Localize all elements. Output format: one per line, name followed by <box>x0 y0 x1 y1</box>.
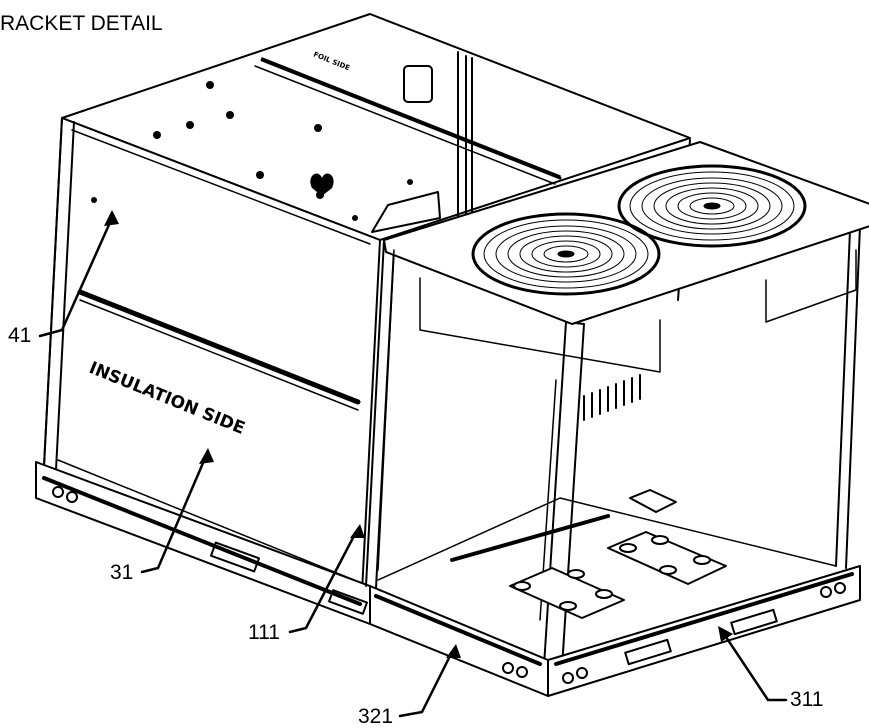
base-hole <box>820 586 832 598</box>
callout-arrowheads <box>104 210 733 658</box>
right-base-side <box>547 565 861 697</box>
base-hole <box>502 662 514 674</box>
callout-31: 31 <box>110 561 134 584</box>
condenser-lid-edge <box>385 225 869 325</box>
callout-leaders <box>38 216 788 718</box>
bracket <box>371 191 441 233</box>
base-hole <box>516 666 528 678</box>
divider-rail-edge <box>79 299 359 411</box>
lift-slot <box>624 638 672 666</box>
floor-rail <box>450 514 610 562</box>
condenser-floor <box>377 497 837 581</box>
lift-slot <box>730 608 778 636</box>
callout-311: 311 <box>790 688 824 711</box>
front-panel-inner <box>57 129 371 581</box>
left-cabinet: FOIL SIDE INSULATION SIDE <box>35 13 691 625</box>
divider-rail <box>77 289 361 405</box>
diagram-title: RACKET DETAIL <box>0 12 163 35</box>
louver-vents <box>583 374 641 421</box>
access-hatch <box>403 65 433 103</box>
compressor-mount-pads <box>509 489 727 619</box>
callout-111: 111 <box>248 621 280 644</box>
base-hole <box>834 582 846 594</box>
base-hole <box>66 491 78 503</box>
fan-shroud-right <box>765 249 857 323</box>
leader-111 <box>288 530 358 634</box>
right-corner-post <box>835 225 861 569</box>
base-hole <box>52 486 64 498</box>
base-hole <box>562 672 574 684</box>
lift-slot <box>328 589 368 615</box>
fan-shroud <box>419 277 661 373</box>
top-rail <box>260 58 562 180</box>
callout-321: 321 <box>358 705 394 728</box>
fan-guard-right <box>617 164 807 248</box>
leader-311 <box>722 632 788 702</box>
leader-321 <box>398 650 454 718</box>
left-corner-post <box>43 117 75 471</box>
right-cabinet <box>365 139 869 697</box>
left-back-post <box>457 51 473 223</box>
fan-guard-left <box>471 212 661 296</box>
base-hole <box>576 667 588 679</box>
lift-slot <box>209 541 261 573</box>
left-top-inner <box>254 57 561 185</box>
leader-31 <box>140 454 208 574</box>
left-base-rail <box>42 476 362 606</box>
callout-41: 41 <box>8 324 32 347</box>
leader-41 <box>38 216 114 338</box>
right-base-rail <box>374 572 854 666</box>
wire-cutout <box>310 173 334 196</box>
